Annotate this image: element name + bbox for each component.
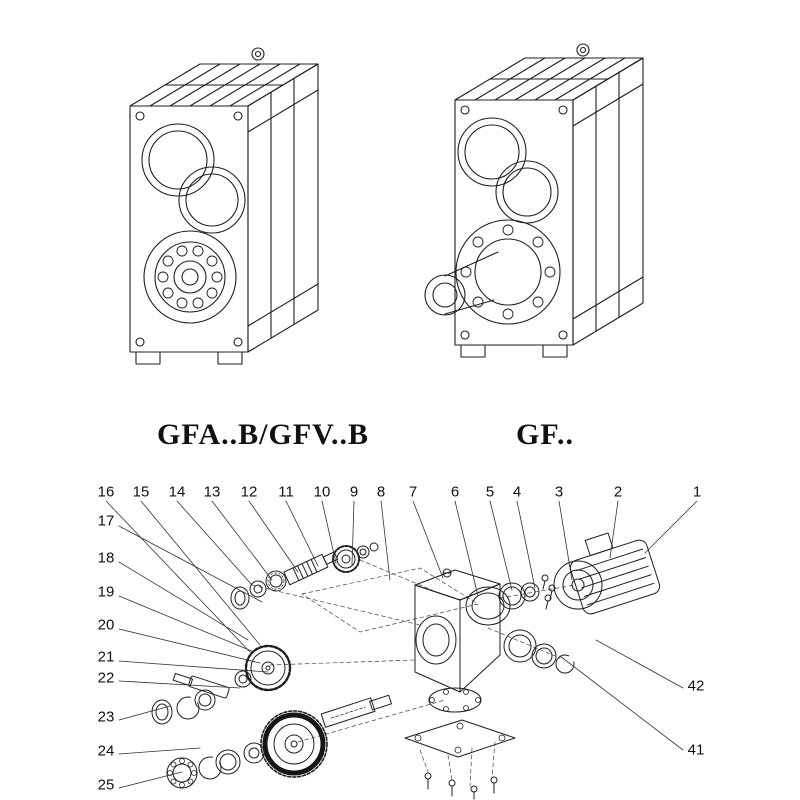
part-callout-11: 11 xyxy=(278,483,294,501)
motor-fasteners-and-rings xyxy=(465,574,556,626)
part-callout-7: 7 xyxy=(408,483,418,501)
gearbox-shaft-mounted-drawing xyxy=(129,47,319,365)
part-callout-21: 21 xyxy=(97,648,115,666)
part-callout-2: 2 xyxy=(613,483,623,501)
part-callout-18: 18 xyxy=(97,549,115,567)
model-label-gfab-gfvb: GFA..B/GFV..B xyxy=(157,418,369,451)
part-callout-15: 15 xyxy=(132,483,150,501)
part-callout-8: 8 xyxy=(376,483,386,501)
output-side-rings xyxy=(503,629,575,674)
intermediate-gear-cluster xyxy=(151,644,292,725)
part-callout-9: 9 xyxy=(349,483,359,501)
gear-housing-part xyxy=(414,568,501,713)
part-callout-17: 17 xyxy=(97,512,115,530)
part-callout-10: 10 xyxy=(313,483,331,501)
motor-part xyxy=(553,532,661,615)
assembly-axis-lines xyxy=(251,559,576,787)
part-callout-4: 4 xyxy=(512,483,522,501)
exploded-parts-view xyxy=(105,500,698,800)
leader-lines xyxy=(105,500,698,789)
part-callout-41: 41 xyxy=(687,741,705,759)
input-shaft-cluster xyxy=(230,542,379,610)
part-callout-16: 16 xyxy=(97,483,115,501)
part-callout-25: 25 xyxy=(97,776,115,794)
part-callout-14: 14 xyxy=(168,483,186,501)
part-callout-1: 1 xyxy=(692,483,702,501)
part-callout-5: 5 xyxy=(485,483,495,501)
model-label-gf: GF.. xyxy=(516,418,574,451)
part-callout-42: 42 xyxy=(687,677,705,695)
part-callout-6: 6 xyxy=(450,483,460,501)
gasket-plate-and-bolts xyxy=(404,719,516,800)
part-callout-13: 13 xyxy=(203,483,221,501)
part-callout-23: 23 xyxy=(97,708,115,726)
part-callout-12: 12 xyxy=(240,483,258,501)
part-callout-19: 19 xyxy=(97,583,115,601)
output-gear-cluster xyxy=(166,694,392,789)
part-callout-3: 3 xyxy=(554,483,564,501)
part-callout-22: 22 xyxy=(97,669,115,687)
part-callout-20: 20 xyxy=(97,616,115,634)
gearbox-solid-shaft-drawing xyxy=(424,43,644,358)
part-callout-24: 24 xyxy=(97,742,115,760)
